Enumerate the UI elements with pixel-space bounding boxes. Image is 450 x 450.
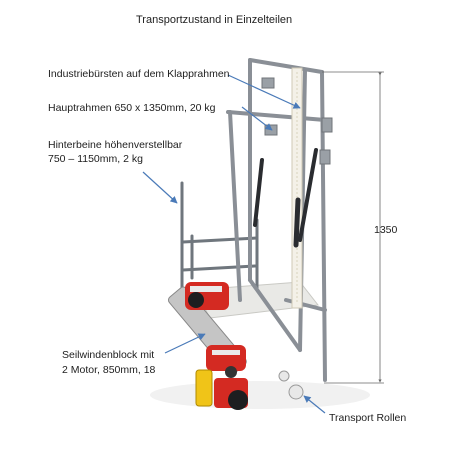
label-winch-specs: 2 Motor, 850mm, 18 [62, 364, 156, 376]
transport-rollers [278, 370, 304, 400]
winch-block [167, 282, 248, 410]
label-main-frame: Hauptrahmen 650 x 1350mm, 20 kg [48, 102, 216, 114]
page-title: Transportzustand in Einzelteilen [136, 14, 293, 26]
gas-springs [253, 148, 318, 248]
floor-shadow [150, 381, 370, 409]
rear-legs [180, 181, 259, 302]
brush-strip [291, 67, 303, 309]
callout-arrows [142, 74, 326, 414]
label-brushes: Industriebürsten auf dem Klapprahmen [48, 68, 230, 80]
label-rollers: Transport Rollen [329, 412, 407, 424]
label-rear-legs: Hinterbeine höhenverstellbar [48, 139, 183, 151]
label-winch: Seilwindenblock mit [62, 349, 155, 361]
dimension-label: 1350 [374, 224, 398, 236]
label-rear-legs-size: 750 – 1150mm, 2 kg [48, 153, 143, 165]
dimension-line [322, 71, 384, 384]
